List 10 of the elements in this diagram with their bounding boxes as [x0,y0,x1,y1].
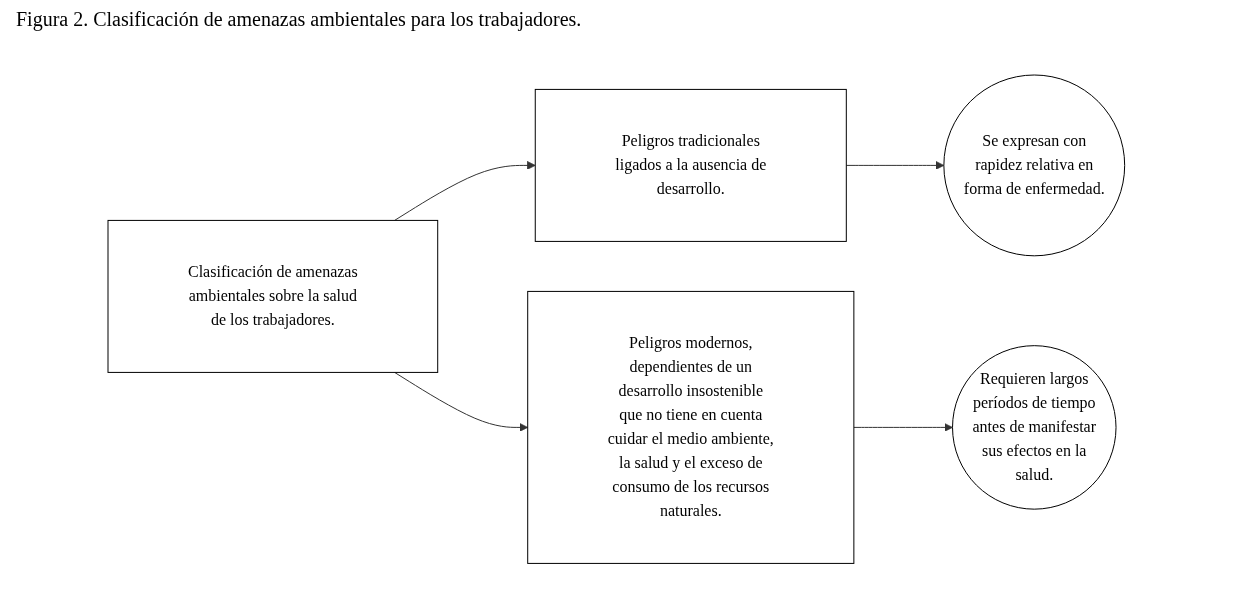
node-box: Peligros tradicionales ligados a la ausencia de desarrollo. [534,88,847,242]
node-box: Peligros modernos, dependientes de un desarrollo insostenible que no tiene en cuenta cuidar el medio ambiente, la salud y el exceso de consumo de los recursos naturales. [527,290,855,564]
arrow [845,160,945,170]
node-box: Clasificación de amenazas ambientales sobre la salud de los trabajadores. [107,219,439,373]
figure-title: Figura 2. Clasificación de amenazas ambientales para los trabajadores. [16,8,583,31]
arrow [394,371,529,432]
node-circle: Requieren largos períodos de tiempo antes de manifestar sus efectos en la salud. [952,344,1117,510]
node-circle: Se expresan con rapidez relativa en forma de enfermedad. [943,74,1126,257]
arrow [394,160,536,221]
arrow [853,422,954,432]
